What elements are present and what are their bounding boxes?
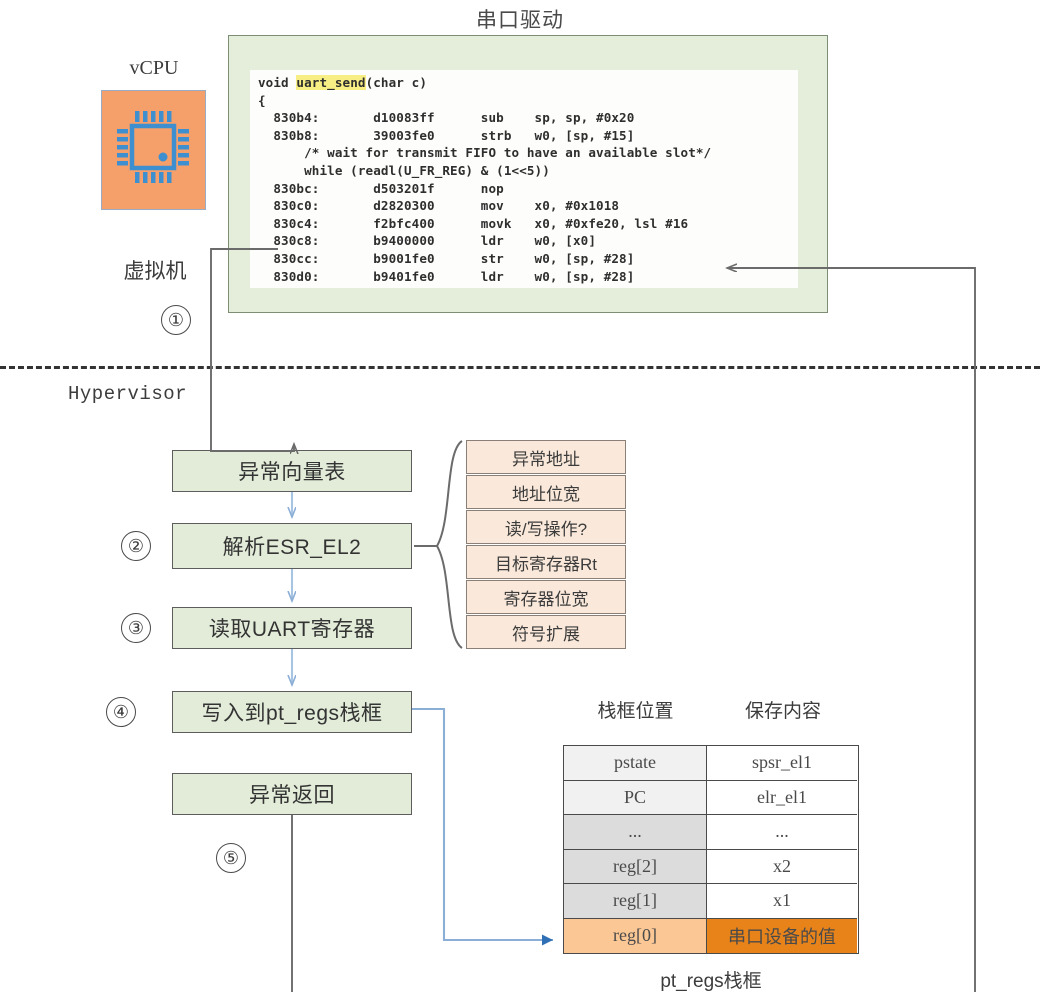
flow-box-read-uart-register[interactable]: 读取UART寄存器 xyxy=(172,607,412,649)
hypervisor-zone-label: Hypervisor xyxy=(68,383,188,405)
cell-position: ... xyxy=(564,815,707,850)
cell-position: reg[1] xyxy=(564,884,707,919)
code-text: void uart_send(char c) { 830b4: d10083ff… xyxy=(258,75,712,284)
step-number-4: ④ xyxy=(106,697,136,727)
cell-content: ... xyxy=(707,815,857,850)
ptregs-header-content: 保存内容 xyxy=(744,701,821,722)
esr-field-item: 读/写操作? xyxy=(466,510,626,544)
esr-brace xyxy=(435,440,463,649)
flow-box-write-ptregs-frame[interactable]: 写入到pt_regs栈框 xyxy=(172,691,412,733)
table-row: reg[0] 串口设备的值 xyxy=(564,918,858,953)
cell-content: x1 xyxy=(707,884,857,919)
step-number-1: ① xyxy=(161,305,191,335)
table-row: ... ... xyxy=(564,815,858,850)
esr-field-item: 寄存器位宽 xyxy=(466,580,626,614)
step-number-2: ② xyxy=(121,531,151,561)
table-row: reg[1] x1 xyxy=(564,884,858,919)
cell-position: PC xyxy=(564,780,707,815)
flow-box-exception-vector-table[interactable]: 异常向量表 xyxy=(172,450,412,492)
table-row: pstate spsr_el1 xyxy=(564,746,858,781)
esr-field-list: 异常地址 地址位宽 读/写操作? 目标寄存器Rt 寄存器位宽 符号扩展 xyxy=(466,440,626,650)
table-row: reg[2] x2 xyxy=(564,849,858,884)
vm-hypervisor-divider xyxy=(0,366,1040,369)
connector-write-to-reg0 xyxy=(412,707,553,946)
page-title: 串口驱动 xyxy=(476,9,564,32)
esr-field-item: 地址位宽 xyxy=(466,475,626,509)
vm-zone-label: 虚拟机 xyxy=(123,260,187,283)
cell-content: x2 xyxy=(707,849,857,884)
esr-field-item: 目标寄存器Rt xyxy=(466,545,626,579)
cell-position: reg[0] xyxy=(564,918,707,953)
cell-position: reg[2] xyxy=(564,849,707,884)
cpu-chip-icon xyxy=(117,111,189,183)
code-highlight-token: uart_send xyxy=(296,75,366,90)
esr-field-item: 符号扩展 xyxy=(466,615,626,649)
flow-box-exception-return[interactable]: 异常返回 xyxy=(172,773,412,815)
cell-content: spsr_el1 xyxy=(707,746,857,781)
ptregs-header-position: 栈框位置 xyxy=(597,701,674,722)
flow-box-parse-esr-el2[interactable]: 解析ESR_EL2 xyxy=(172,523,412,569)
vcpu-chip-box xyxy=(101,90,206,210)
step-number-3: ③ xyxy=(121,613,151,643)
ptregs-caption: pt_regs栈框 xyxy=(660,971,762,992)
cell-content: 串口设备的值 xyxy=(707,918,857,953)
ptregs-table: pstate spsr_el1 PC elr_el1 ... ... reg[2… xyxy=(563,745,859,954)
step-number-5: ⑤ xyxy=(216,843,246,873)
code-listing: void uart_send(char c) { 830b4: d10083ff… xyxy=(250,70,798,288)
esr-field-item: 异常地址 xyxy=(466,440,626,474)
cell-position: pstate xyxy=(564,746,707,781)
vcpu-label: vCPU xyxy=(129,57,179,79)
table-row: PC elr_el1 xyxy=(564,780,858,815)
cell-content: elr_el1 xyxy=(707,780,857,815)
